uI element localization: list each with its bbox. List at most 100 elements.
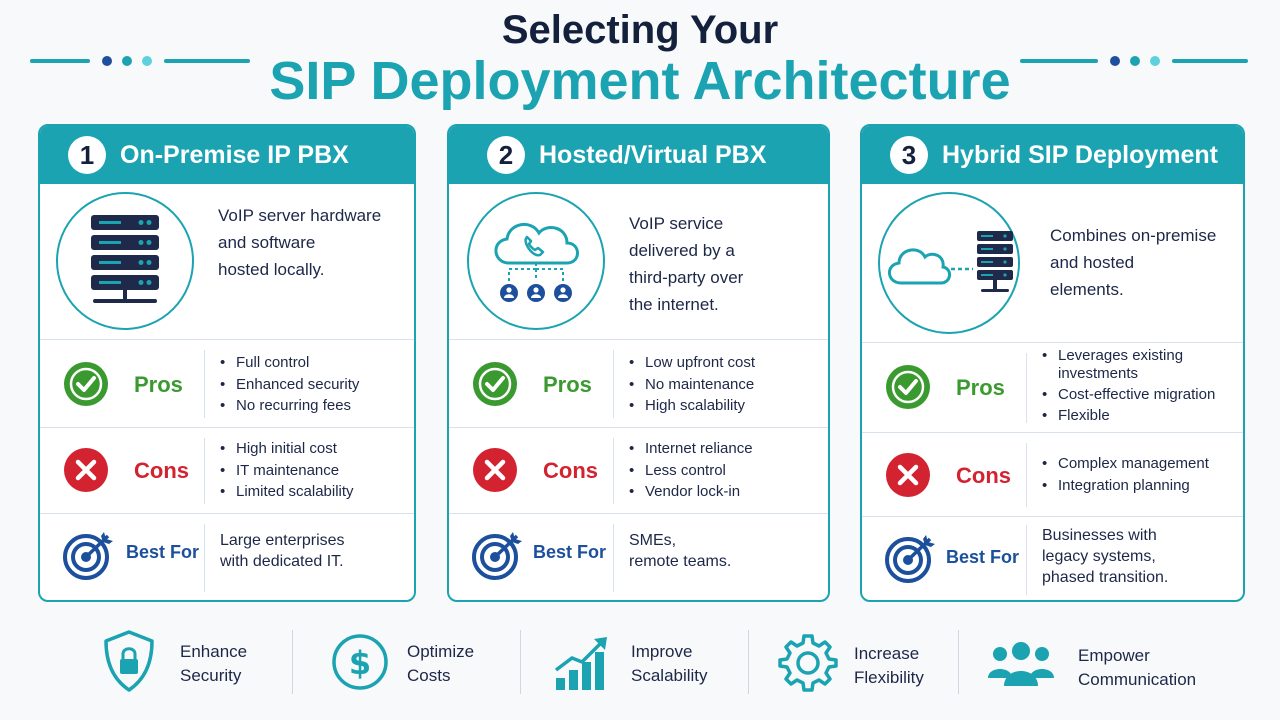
server-rack-icon	[56, 192, 194, 330]
cons-section: Cons Internet reliance Less control Vend…	[449, 428, 828, 514]
card-number: 1	[68, 136, 106, 174]
card-number: 3	[890, 136, 928, 174]
footer-line-2: Costs	[407, 666, 451, 685]
card-description: VoIP service delivered by a third-party …	[629, 214, 744, 314]
x-icon	[473, 448, 517, 492]
list-item: Complex management	[1042, 453, 1209, 475]
footer-divider	[292, 630, 293, 694]
footer-line-2: Security	[180, 666, 242, 685]
best-for-text: SMEs, remote teams.	[629, 532, 732, 570]
list-item: Internet reliance	[629, 438, 753, 460]
target-icon	[63, 532, 113, 580]
title-line-1: Selecting Your	[501, 8, 779, 52]
pros-label: Pros	[543, 372, 592, 397]
footer-item-scalability: Improve Scalability	[552, 628, 742, 698]
card-hosted-virtual: 2 Hosted/Virtual PBX	[447, 124, 830, 602]
list-item: Low upfront cost	[629, 352, 755, 374]
cloud-phone-icon	[467, 192, 605, 330]
title-line-2: SIP Deployment Architecture	[269, 51, 1011, 111]
card-description: VoIP server hardware and software hosted…	[218, 206, 382, 279]
cons-section: Cons Complex management Integration plan…	[862, 433, 1243, 517]
card-header: 3 Hybrid SIP Deployment	[862, 126, 1243, 184]
best-for-section: Best For Businesses with legacy systems,…	[862, 517, 1243, 600]
card-header: 2 Hosted/Virtual PBX	[449, 126, 828, 184]
list-item: Leverages existing investments	[1042, 347, 1238, 383]
card-header: 1 On-Premise IP PBX	[40, 126, 414, 184]
footer-item-security: Enhance Security	[100, 628, 280, 698]
card-on-premise: 1 On-Premise IP PBX	[38, 124, 416, 602]
pros-section: Pros Full control Enhanced security No r…	[40, 340, 414, 428]
list-item: Integration planning	[1042, 475, 1209, 497]
footer-line-1: Optimize	[407, 642, 475, 661]
header-decoration-left	[30, 52, 250, 70]
footer-item-flexibility: Increase Flexibility	[778, 628, 958, 698]
x-icon	[64, 448, 108, 492]
pros-list: Low upfront cost No maintenance High sca…	[629, 352, 755, 417]
pros-label: Pros	[134, 372, 183, 397]
cons-label: Cons	[956, 463, 1011, 488]
list-item: Full control	[220, 352, 359, 374]
cons-list: Internet reliance Less control Vendor lo…	[629, 438, 753, 503]
pros-label: Pros	[956, 375, 1005, 400]
shield-lock-icon	[104, 630, 154, 692]
card-hybrid: 3 Hybrid SIP Deployment	[860, 124, 1245, 602]
footer-line-1: Increase	[854, 644, 920, 663]
footer-item-communication: Empower Communication	[986, 628, 1216, 698]
footer-line-2: Flexibility	[854, 668, 924, 687]
list-item: Flexible	[1042, 407, 1238, 425]
card-description: Combines on-premise and hosted elements.	[1050, 226, 1217, 299]
best-for-text: Large enterprises with dedicated IT.	[220, 532, 345, 570]
pros-section: Pros Low upfront cost No maintenance Hig…	[449, 340, 828, 428]
pros-section: Pros Leverages existing investments Cost…	[862, 343, 1243, 433]
dollar-icon: $	[332, 634, 388, 690]
best-for-label: Best For	[533, 542, 607, 562]
card-title: Hosted/Virtual PBX	[539, 140, 767, 169]
footer-divider	[958, 630, 959, 694]
cons-label: Cons	[543, 458, 598, 483]
target-icon	[885, 535, 935, 583]
check-icon	[473, 362, 517, 406]
footer-divider	[748, 630, 749, 694]
best-for-text: Businesses with legacy systems, phased t…	[1042, 527, 1169, 586]
list-item: Limited scalability	[220, 481, 354, 503]
cons-section: Cons High initial cost IT maintenance Li…	[40, 428, 414, 514]
growth-chart-icon	[554, 637, 607, 690]
footer-line-2: Scalability	[631, 666, 708, 685]
list-item: Cost-effective migration	[1042, 386, 1238, 404]
list-item: IT maintenance	[220, 460, 354, 482]
footer-item-costs: $ Optimize Costs	[330, 628, 510, 698]
card-title: Hybrid SIP Deployment	[942, 140, 1218, 169]
list-item: No maintenance	[629, 374, 755, 396]
list-item: Less control	[629, 460, 753, 482]
list-item: Vendor lock-in	[629, 481, 753, 503]
cons-label: Cons	[134, 458, 189, 483]
svg-text:$: $	[349, 644, 371, 682]
cons-list: High initial cost IT maintenance Limited…	[220, 438, 354, 503]
footer-line-2: Communication	[1078, 670, 1197, 689]
best-for-section: Best For SMEs, remote teams.	[449, 514, 828, 600]
gear-icon	[778, 634, 838, 692]
target-icon	[472, 532, 522, 580]
footer-line-1: Empower	[1078, 646, 1150, 665]
list-item: High scalability	[629, 395, 755, 417]
card-hero: Combines on-premise and hosted elements.	[862, 184, 1243, 343]
footer-line-1: Improve	[631, 642, 693, 661]
best-for-label: Best For	[946, 547, 1020, 567]
card-title: On-Premise IP PBX	[120, 140, 349, 169]
people-icon	[988, 642, 1054, 686]
list-item: Enhanced security	[220, 374, 359, 396]
cloud-server-icon	[878, 192, 1020, 334]
pros-list: Leverages existing investments Cost-effe…	[1042, 347, 1238, 425]
footer-line-1: Enhance	[180, 642, 248, 661]
card-hero: VoIP server hardware and software hosted…	[40, 184, 414, 340]
header-decoration-right	[1020, 52, 1248, 70]
list-item: No recurring fees	[220, 395, 359, 417]
cons-list: Complex management Integration planning	[1042, 453, 1209, 496]
best-for-section: Best For Large enterprises with dedicate…	[40, 514, 414, 600]
footer-divider	[520, 630, 521, 694]
list-item: High initial cost	[220, 438, 354, 460]
card-hero: VoIP service delivered by a third-party …	[449, 184, 828, 340]
best-for-label: Best For	[126, 542, 200, 562]
pros-list: Full control Enhanced security No recurr…	[220, 352, 359, 417]
check-icon	[64, 362, 108, 406]
